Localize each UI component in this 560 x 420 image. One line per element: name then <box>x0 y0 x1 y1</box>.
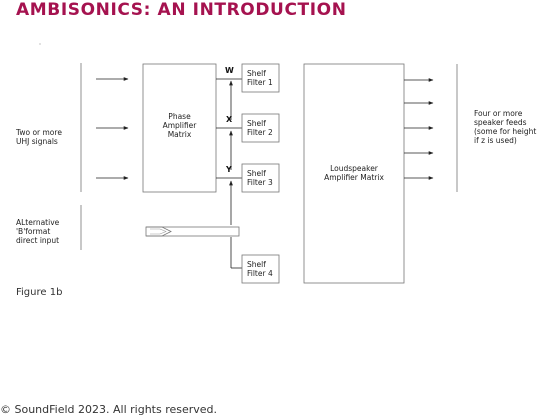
bformat-chevron <box>146 226 172 237</box>
shelf-filter-3-label: Shelf Filter 3 <box>247 169 273 187</box>
uhj-input-label: Two or more UHJ signals <box>16 128 62 146</box>
channel-y-label: Y <box>226 165 232 174</box>
loudspeaker-matrix-box <box>303 63 405 284</box>
bformat-chevron-inner <box>150 228 167 235</box>
channel-x-label: X <box>226 115 233 124</box>
copyright-notice: © SoundField 2023. All rights reserved. <box>0 403 218 416</box>
shelf-filter-2-label: Shelf Filter 2 <box>247 119 273 137</box>
bformat-bar <box>145 226 240 237</box>
shelf-filter-1-label: Shelf Filter 1 <box>247 69 273 87</box>
shelf-filter-2-box <box>241 113 280 143</box>
bformat-input-label: ALternative 'B'format direct input <box>16 218 60 245</box>
page-title: AMBISONICS: AN INTRODUCTION <box>16 0 347 20</box>
shelf-filter-3-box <box>241 163 280 193</box>
shelf-filter-1-box <box>241 63 280 93</box>
channel-w-label: W <box>225 66 234 75</box>
speaker-feeds-label: Four or more speaker feeds (some for hei… <box>474 109 537 145</box>
shelf-filter-4-box <box>241 254 280 284</box>
loudspeaker-matrix-label: Loudspeaker Amplifier Matrix <box>324 164 384 182</box>
figure-label: Figure 1b <box>16 287 63 298</box>
stray-dot <box>39 43 41 45</box>
phase-matrix-label: Phase Amplifier Matrix <box>162 112 197 139</box>
shelf-filter-4-label: Shelf Filter 4 <box>247 260 273 278</box>
